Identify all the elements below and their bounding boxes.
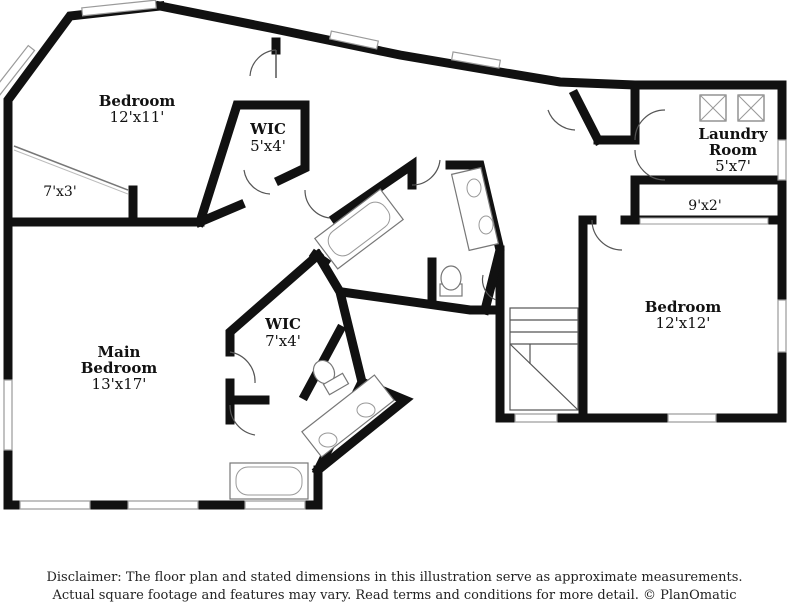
upper-toilet: [439, 265, 463, 297]
laundry-name-line1: Laundry: [698, 125, 768, 143]
laundry-machines: [699, 94, 765, 122]
upper-bathtub: [313, 188, 405, 270]
doors: [229, 49, 666, 436]
laundry-dims: 5'x7': [715, 157, 751, 175]
main-bedroom-dims: 13'x17': [92, 375, 147, 393]
staircase: [509, 307, 579, 411]
upper-vanity: [450, 166, 500, 252]
closet-e-dims: 9'x2': [688, 198, 721, 214]
windows: [0, 0, 787, 510]
disclaimer-line-2: Actual square footage and features may v…: [52, 588, 737, 603]
main-bedroom-name-line1: Main: [98, 343, 141, 361]
closet-nw-dims: 7'x3': [43, 184, 76, 200]
lower-toilet: [312, 359, 350, 396]
bedroom-nw-name: Bedroom: [99, 92, 176, 110]
closet-sliding-door: [13, 145, 129, 195]
exterior-walls: [3, 0, 787, 510]
bedroom-e-dims: 12'x12': [656, 314, 711, 332]
main-bedroom-name-line2: Bedroom: [81, 359, 158, 377]
laundry-name-line2: Room: [709, 141, 757, 159]
bedroom-e-name: Bedroom: [645, 298, 722, 316]
wic-upper-dims: 5'x4': [250, 137, 286, 155]
room-labels: Bedroom 12'x11' 7'x3' WIC 5'x4' Laundry …: [43, 92, 769, 393]
wic-lower-name: WIC: [264, 315, 301, 333]
lower-bathtub: [229, 462, 309, 500]
bedroom-nw-dims: 12'x11': [110, 108, 165, 126]
wic-upper-name: WIC: [249, 120, 286, 138]
wic-lower-dims: 7'x4': [265, 332, 301, 350]
disclaimer-line-1: Disclaimer: The floor plan and stated di…: [46, 570, 743, 585]
lower-vanity: [301, 374, 395, 458]
interior-walls: [7, 37, 787, 477]
